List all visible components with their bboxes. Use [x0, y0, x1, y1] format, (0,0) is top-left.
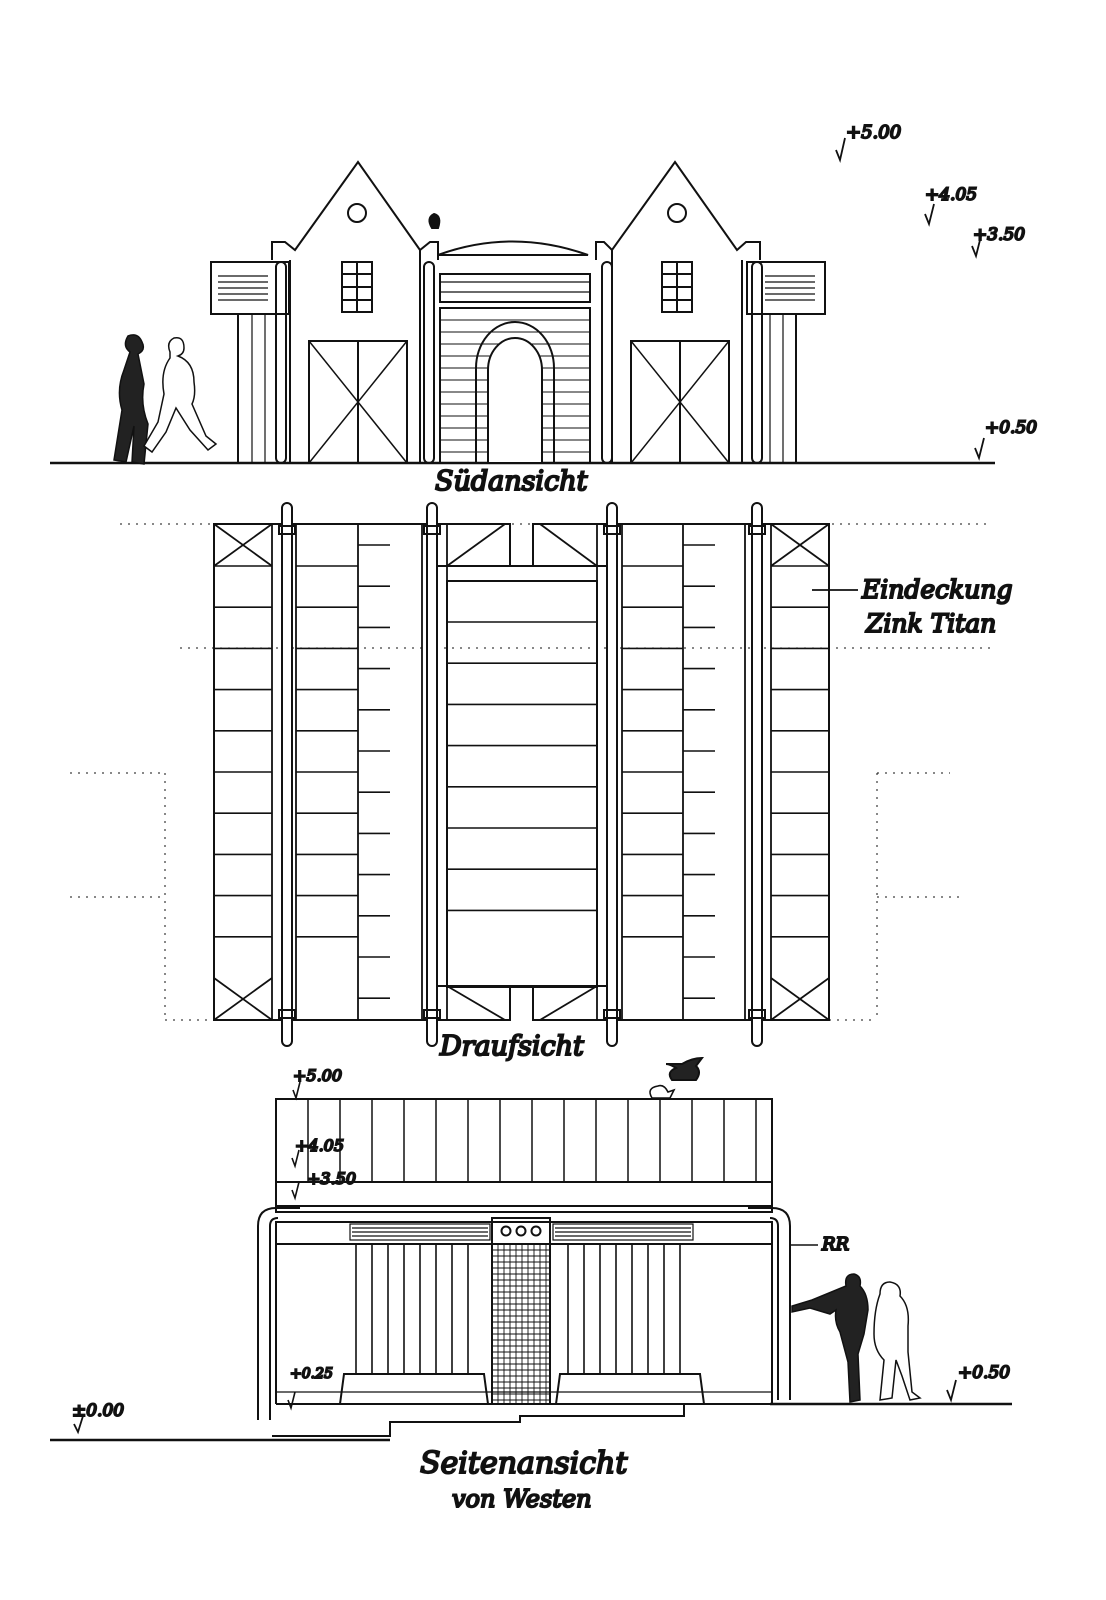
level-marker-icon — [946, 1379, 957, 1403]
left-gable-round-window — [347, 203, 367, 223]
west-elevation: RR +5.00 +4.05 +3.50 +0.25 +0.50 ±0. — [50, 1056, 1012, 1514]
west-rail-left-inner — [269, 1217, 279, 1420]
south-level-405: +4.05 — [925, 185, 977, 205]
left-gable-outline — [271, 160, 439, 260]
south-elevation: +5.00 +4.05 +3.50 +0.50 Südansicht — [50, 121, 1038, 498]
plan-roof-seams — [214, 544, 829, 1000]
west-rail-right — [748, 1207, 791, 1400]
west-plinth-left — [338, 1373, 490, 1405]
south-level-350: +3.50 — [973, 225, 1025, 245]
level-marker-icon — [292, 1081, 301, 1101]
west-plinth-right — [554, 1373, 706, 1405]
bird-icon — [665, 1056, 705, 1081]
center-right-column — [601, 261, 613, 464]
level-marker-icon — [924, 203, 935, 227]
plan-note-line-1: Eindeckung — [861, 575, 1013, 604]
level-marker-icon — [291, 1181, 300, 1201]
west-door-grid — [492, 1244, 550, 1404]
west-roof-fins — [307, 1099, 757, 1182]
west-elevation-caption-2: von Westen — [452, 1485, 592, 1513]
west-rail-left — [257, 1207, 300, 1420]
gateway-arch-cap — [437, 240, 589, 256]
west-level-000: ±0.00 — [72, 1401, 124, 1421]
west-elevation-caption-1: Seitenansicht — [420, 1446, 628, 1481]
rr-label: RR — [821, 1234, 849, 1255]
level-marker-icon — [971, 235, 982, 259]
south-elevation-caption: Südansicht — [435, 466, 588, 497]
west-louvres — [349, 1223, 694, 1241]
west-level-050: +0.50 — [958, 1363, 1010, 1383]
right-gable-round-window — [667, 203, 687, 223]
west-level-350: +3.50 — [307, 1169, 356, 1188]
level-marker-icon — [835, 137, 846, 164]
plan-roof-center-block — [446, 580, 598, 988]
bird-icon — [428, 212, 441, 229]
left-wing-column — [275, 261, 287, 464]
west-level-025: +0.25 — [290, 1366, 333, 1382]
south-level-500: +5.00 — [846, 122, 901, 143]
plan-hip-diagonals — [213, 523, 830, 1021]
plan-dotted-site-outline — [70, 523, 990, 1021]
west-pilasters — [355, 1244, 681, 1374]
plan-rail-columns — [278, 502, 766, 1047]
west-level-405: +4.05 — [295, 1136, 344, 1155]
plan-center-top-notch — [435, 523, 609, 567]
right-wing-column — [751, 261, 763, 464]
south-level-050: +0.50 — [985, 418, 1037, 438]
plan-view: Eindeckung Zink Titan Draufsicht — [70, 502, 1014, 1063]
level-marker-icon — [73, 1415, 84, 1435]
vent-hole-icon — [515, 1225, 527, 1237]
plan-view-caption: Draufsicht — [439, 1031, 584, 1062]
right-wing-fascia — [746, 261, 826, 315]
bird-icon — [649, 1084, 676, 1099]
level-marker-icon — [291, 1149, 300, 1169]
center-left-column — [423, 261, 435, 464]
gateway-lintel — [439, 273, 591, 303]
plan-center-bottom-notch — [435, 985, 609, 1021]
west-rail-right-inner — [769, 1217, 779, 1400]
gateway-arch-opening — [487, 337, 543, 464]
west-step-profile — [272, 1403, 770, 1437]
pedestrian-figures-right — [791, 1273, 922, 1403]
level-marker-icon — [287, 1391, 296, 1411]
west-level-500: +5.00 — [293, 1066, 342, 1085]
level-marker-icon — [974, 437, 985, 461]
gateway-arch-voussoirs — [475, 321, 555, 463]
vent-hole-icon — [530, 1225, 542, 1237]
west-fascia-band — [275, 1181, 773, 1213]
vent-hole-icon — [500, 1225, 512, 1237]
plan-note-line-2: Zink Titan — [865, 609, 996, 638]
pedestrian-figures-left — [113, 334, 218, 465]
right-gable-outline — [595, 160, 761, 260]
left-wing-fascia — [210, 261, 290, 315]
